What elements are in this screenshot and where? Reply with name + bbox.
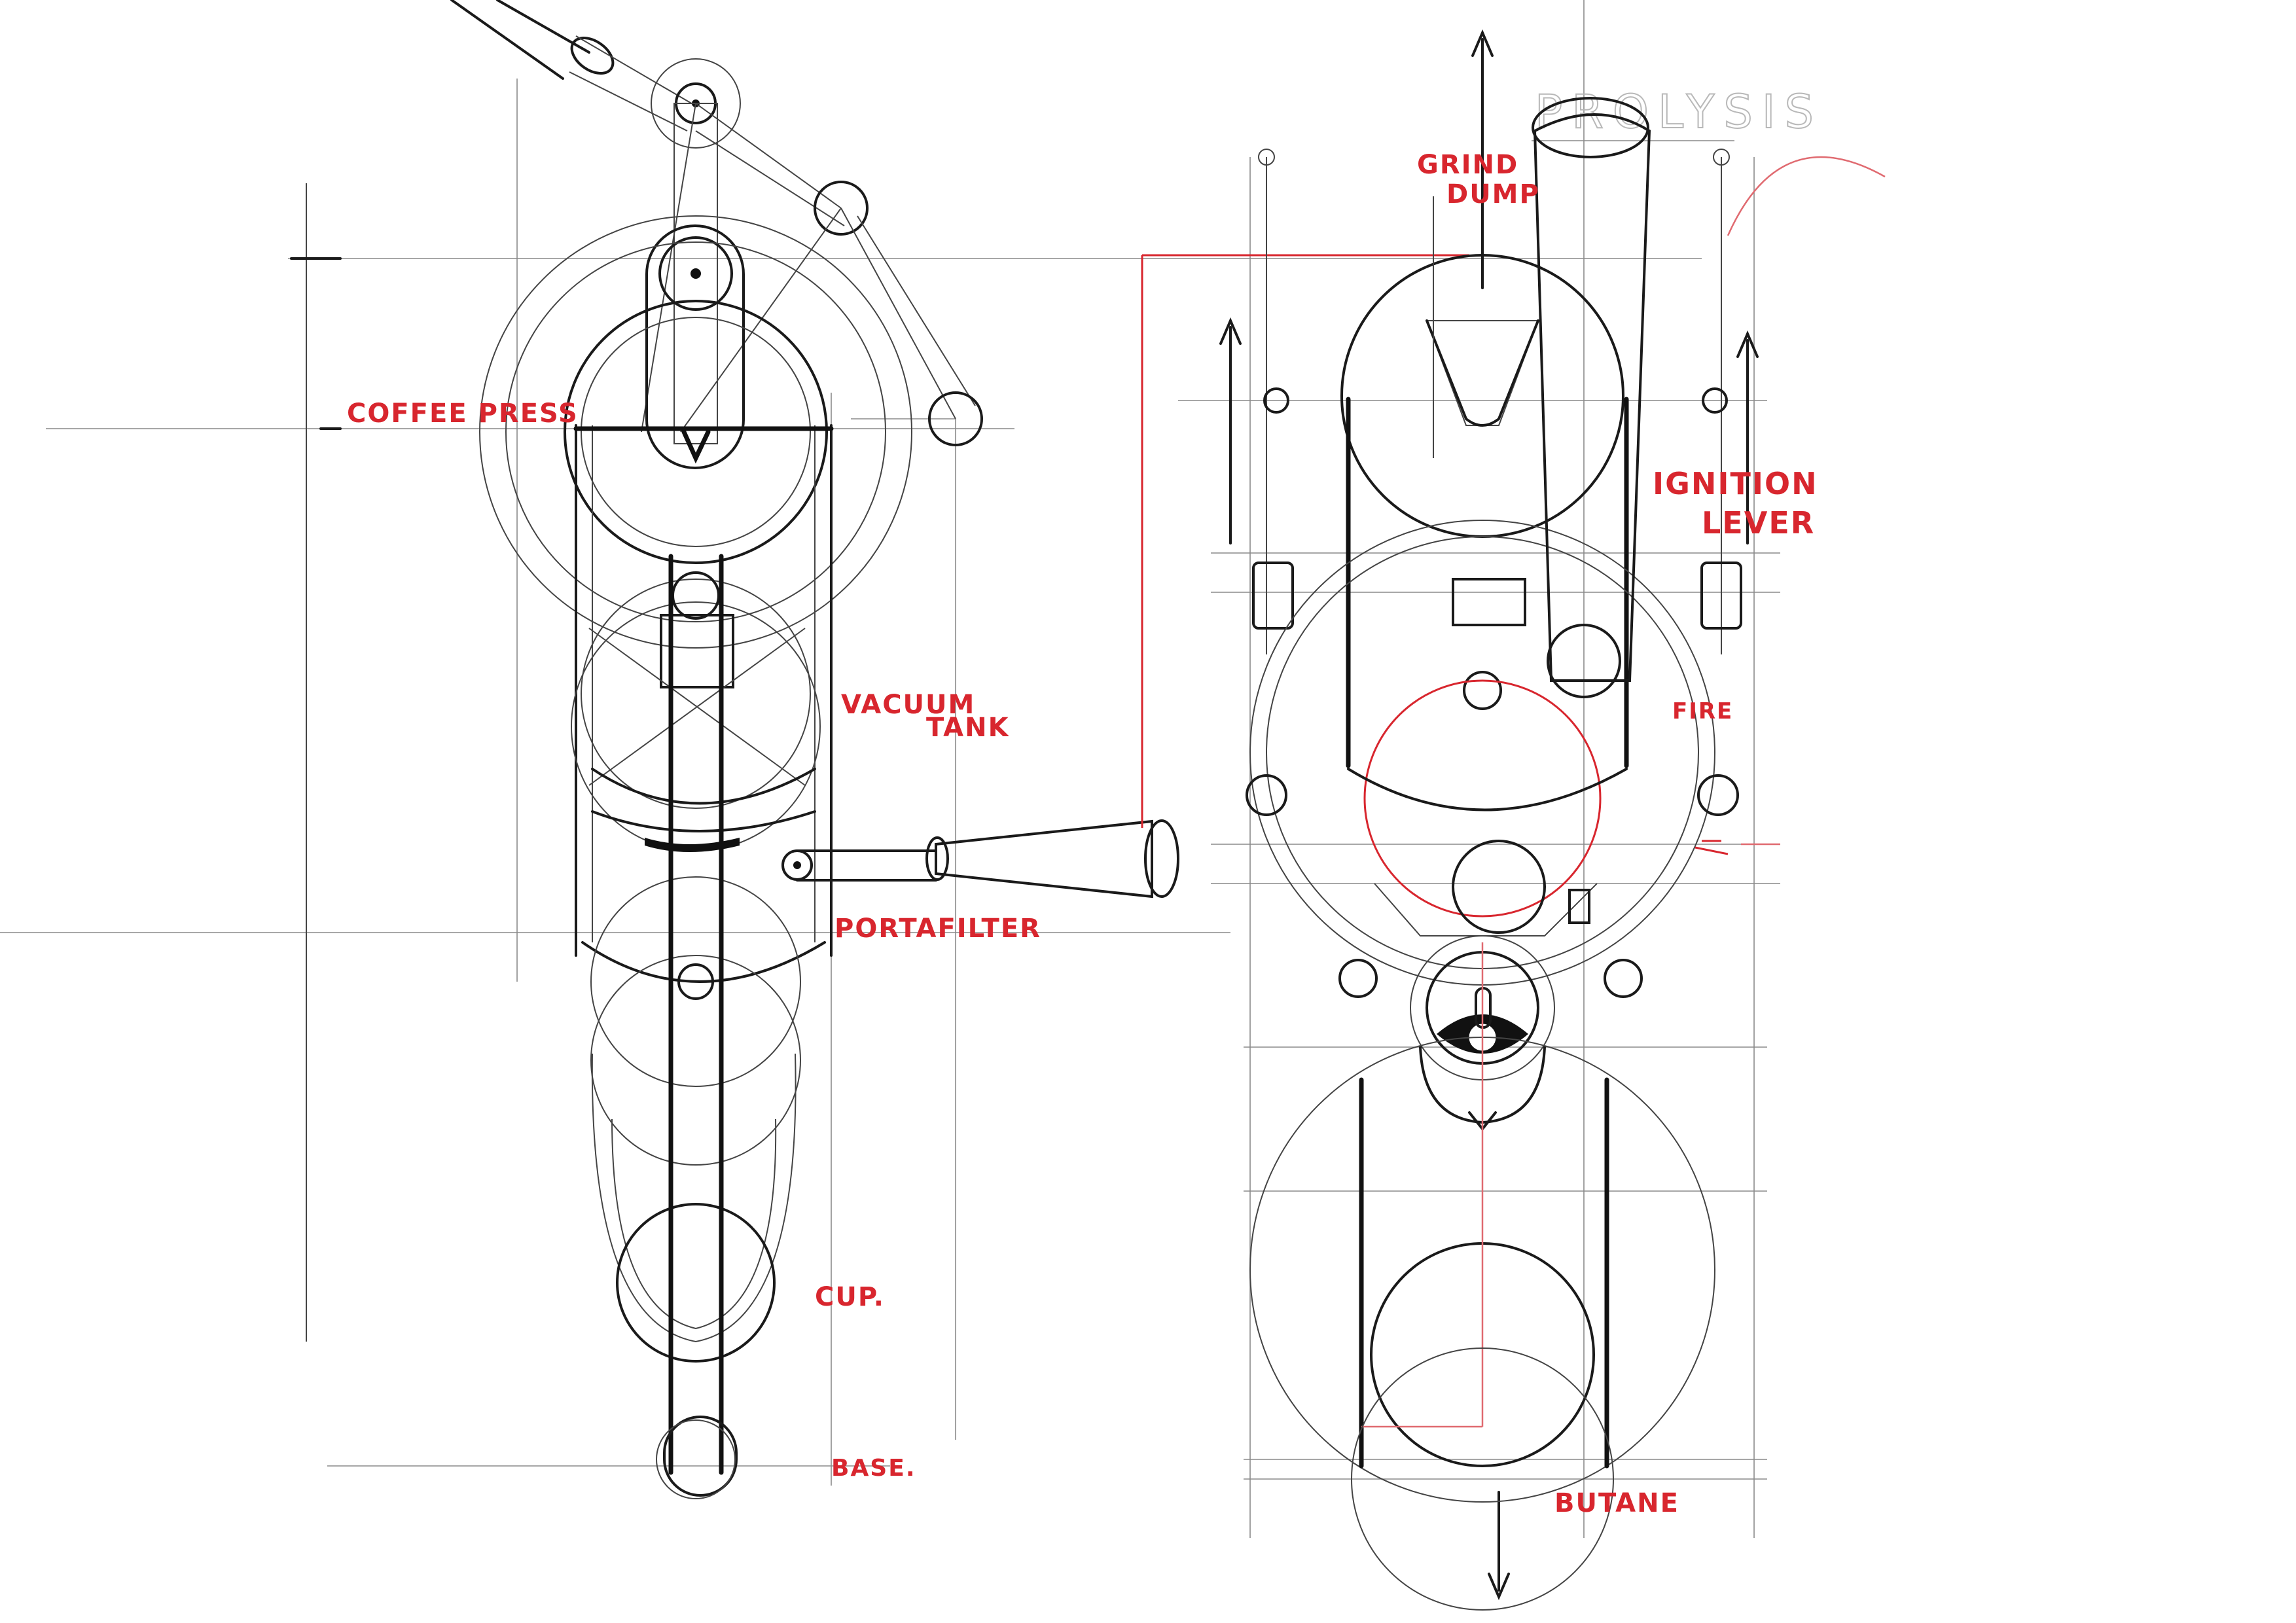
label-dump: DUMP (1446, 179, 1540, 209)
right-front-view: PROLYSIS (1219, 29, 1886, 1611)
label-ignition: IGNITION (1653, 466, 1818, 501)
construction-lines (0, 0, 1780, 1538)
ignition-lever-handle (1532, 97, 1651, 924)
label-butane: BUTANE (1554, 1488, 1679, 1518)
label-vacuum: VACUUM (841, 690, 975, 720)
label-lever: LEVER (1702, 505, 1815, 541)
label-cup: CUP. (815, 1282, 885, 1312)
direction-arrows (1219, 29, 1759, 1601)
left-view-annotations: COFFEE PRESS VACUUM TANK PORTAFILTER CUP… (347, 399, 1041, 1482)
label-base: BASE. (831, 1455, 916, 1482)
faint-header-text: PROLYSIS (1535, 85, 1823, 139)
right-view-annotations: GRIND DUMP IGNITION LEVER FIRE BUTANE (1417, 150, 1818, 1518)
label-fire: FIRE (1672, 698, 1733, 724)
label-coffee-press: COFFEE PRESS (347, 399, 579, 429)
lever-handle-top (450, 0, 983, 446)
label-portafilter: PORTAFILTER (834, 914, 1041, 944)
label-tank: TANK (926, 713, 1010, 743)
label-grind: GRIND (1417, 150, 1518, 180)
left-side-view (450, 0, 1469, 1499)
